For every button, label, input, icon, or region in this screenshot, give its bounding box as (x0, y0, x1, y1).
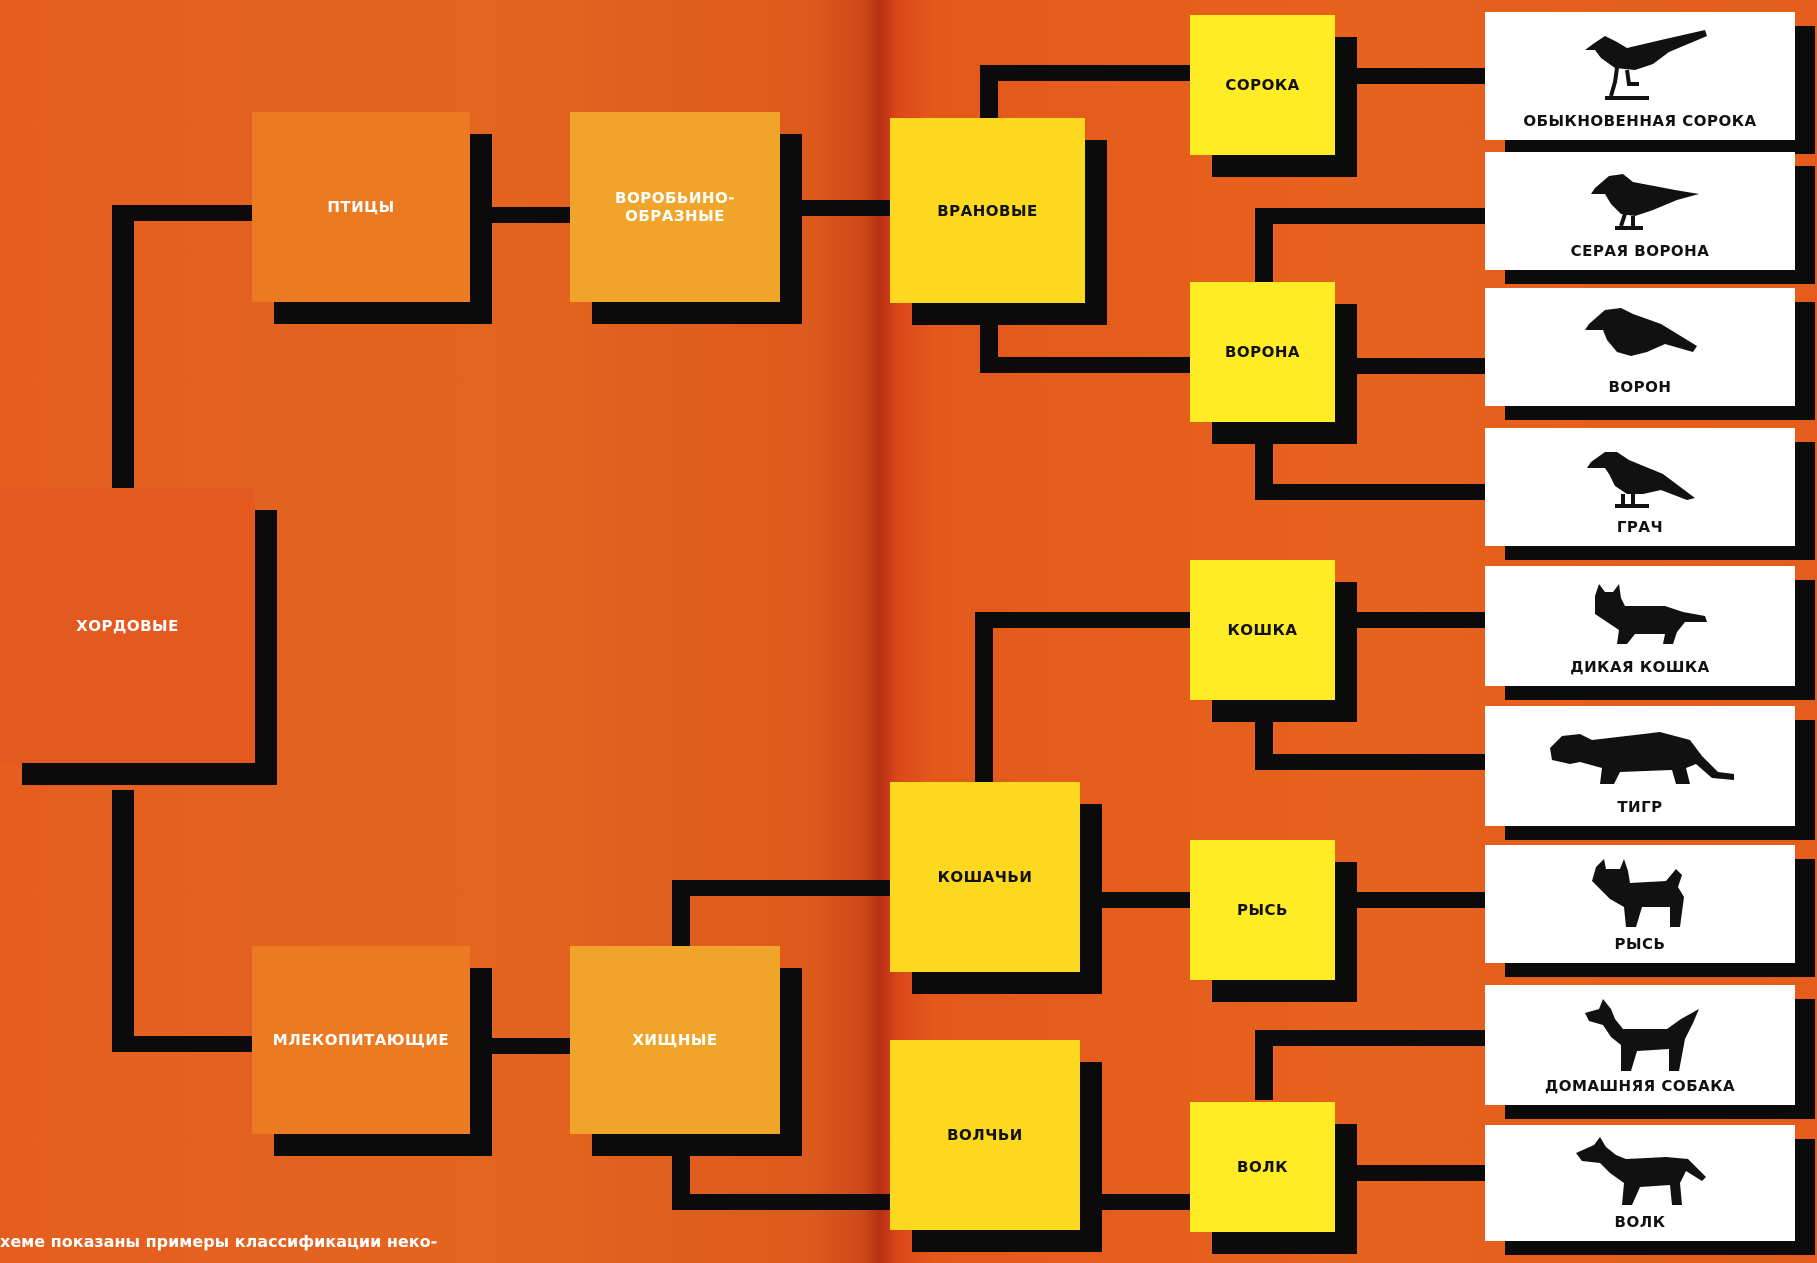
connector-line (1255, 754, 1485, 770)
wildcat-icon (1565, 578, 1715, 648)
species-card-rook: ГРАЧ (1485, 428, 1795, 546)
connector-line (1255, 484, 1485, 500)
connector-line (470, 207, 570, 223)
connector-line (1255, 1030, 1485, 1046)
connector-line (1340, 68, 1485, 84)
species-card-tiger: ТИГР (1485, 706, 1795, 826)
species-card-wildcat: ДИКАЯ КОШКА (1485, 566, 1795, 686)
species-card-raven: ВОРОН (1485, 288, 1795, 406)
node-label: РЫСЬ (1237, 901, 1288, 919)
connector-line (1255, 208, 1485, 224)
connector-line (112, 1036, 252, 1052)
dog-icon (1575, 997, 1705, 1073)
connector-line (112, 205, 252, 221)
node-label: КОШКА (1228, 621, 1298, 639)
node-label: СОРОКА (1225, 76, 1299, 94)
connector-line (1340, 892, 1485, 908)
node-genus-lynx: РЫСЬ (1190, 840, 1335, 980)
species-label: СЕРАЯ ВОРОНА (1485, 242, 1795, 260)
node-genus-cat: КОШКА (1190, 560, 1335, 700)
node-label: ВРАНОВЫЕ (937, 202, 1038, 220)
species-label: ВОРОН (1485, 378, 1795, 396)
connector-line (112, 205, 134, 488)
species-card-magpie: ОБЫКНОВЕННАЯ СОРОКА (1485, 12, 1795, 140)
connector-line (980, 357, 1190, 373)
connector-line (672, 1194, 890, 1210)
node-family-canids: ВОЛЧЬИ (890, 1040, 1080, 1230)
node-genus-wolf: ВОЛК (1190, 1102, 1335, 1232)
connector-line (470, 1038, 570, 1054)
node-genus-crow: ВОРОНА (1190, 282, 1335, 422)
node-genus-magpie: СОРОКА (1190, 15, 1335, 155)
magpie-icon (1565, 24, 1715, 104)
connector-line (980, 65, 1190, 81)
raven-icon (1575, 300, 1705, 370)
species-label: ОБЫКНОВЕННАЯ СОРОКА (1485, 112, 1795, 130)
node-label: ПТИЦЫ (327, 198, 394, 216)
connector-line (1100, 1194, 1190, 1210)
node-class-birds: ПТИЦЫ (252, 112, 470, 302)
connector-line (672, 880, 890, 896)
species-label: ГРАЧ (1485, 518, 1795, 536)
node-family-corvids: ВРАНОВЫЕ (890, 118, 1085, 303)
species-label: РЫСЬ (1485, 935, 1795, 953)
species-card-lynx: РЫСЬ (1485, 845, 1795, 963)
connector-line (112, 790, 134, 1052)
connector-line (975, 612, 1190, 628)
wolf-icon (1570, 1137, 1710, 1207)
species-card-hooded-crow: СЕРАЯ ВОРОНА (1485, 152, 1795, 270)
node-phylum-chordates: ХОРДОВЫЕ (0, 488, 255, 763)
species-label: ДИКАЯ КОШКА (1485, 658, 1795, 676)
species-label: ТИГР (1485, 798, 1795, 816)
connector-line (1100, 892, 1190, 908)
connector-line (1340, 1165, 1485, 1181)
caption: хеме показаны примеры классификации неко… (0, 1232, 437, 1251)
node-label: ВОРОБЬИНО- ОБРАЗНЫЕ (615, 189, 735, 225)
lynx-icon (1580, 857, 1700, 929)
rook-icon (1575, 440, 1705, 510)
connector-line (800, 200, 890, 216)
node-label: КОШАЧЬИ (938, 868, 1033, 886)
species-card-wolf: ВОЛК (1485, 1125, 1795, 1241)
node-label: ХИЩНЫЕ (632, 1031, 717, 1049)
node-class-mammals: МЛЕКОПИТАЮЩИЕ (252, 946, 470, 1134)
tiger-icon (1540, 718, 1740, 788)
node-family-felids: КОШАЧЬИ (890, 782, 1080, 972)
node-label: МЛЕКОПИТАЮЩИЕ (273, 1031, 449, 1049)
hooded-crow-icon (1575, 164, 1705, 230)
connector-line (975, 612, 993, 782)
species-label: ДОМАШНЯЯ СОБАКА (1485, 1077, 1795, 1095)
node-label: ХОРДОВЫЕ (76, 617, 179, 635)
node-order-passerines: ВОРОБЬИНО- ОБРАЗНЫЕ (570, 112, 780, 302)
species-card-dog: ДОМАШНЯЯ СОБАКА (1485, 985, 1795, 1105)
connector-line (1340, 358, 1485, 374)
node-label: ВОРОНА (1225, 343, 1300, 361)
node-label: ВОЛК (1237, 1158, 1288, 1176)
node-order-carnivores: ХИЩНЫЕ (570, 946, 780, 1134)
connector-line (1340, 612, 1485, 628)
node-label: ВОЛЧЬИ (947, 1126, 1023, 1144)
species-label: ВОЛК (1485, 1213, 1795, 1231)
